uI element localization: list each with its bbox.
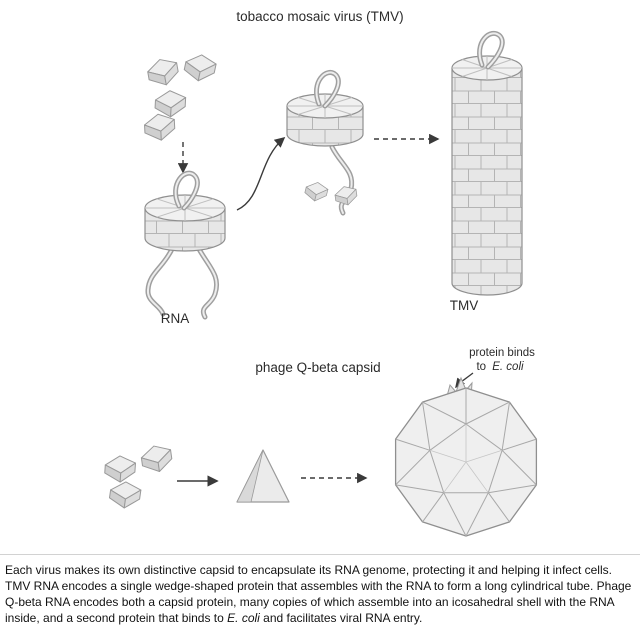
caption-ecoli-italic: E. coli — [227, 611, 260, 626]
protein-wedge — [143, 112, 176, 142]
qbeta-title: phage Q-beta capsid — [255, 360, 380, 375]
disc-top-segments — [287, 94, 363, 118]
rna-tail — [196, 246, 219, 320]
qbeta-annotation-line2: to E. coli — [476, 361, 524, 373]
cylinder-top-segments — [452, 56, 522, 80]
qbeta-icosahedron — [394, 376, 538, 537]
tmv-free-subunits — [143, 51, 218, 142]
protein-wedge — [182, 51, 218, 85]
tmv-cylinder — [451, 31, 523, 296]
protein-wedge — [139, 443, 174, 475]
disc-top-segments — [145, 195, 225, 221]
qbeta-annotation-ecoli: E. coli — [492, 361, 524, 373]
caption-divider — [0, 554, 640, 555]
cylinder-body — [451, 68, 523, 296]
rna-loop-highlight — [174, 172, 199, 209]
qbeta-free-subunits — [103, 443, 174, 511]
caption-text: Each virus makes its own distinctive cap… — [5, 563, 632, 626]
qbeta-annotation-to: to — [476, 361, 486, 373]
rna-loop-highlight — [478, 32, 504, 68]
protein-wedge — [107, 479, 143, 511]
qbeta-annotation-line1: protein binds — [469, 347, 535, 359]
tmv-title: tobacco mosaic virus (TMV) — [236, 9, 403, 24]
tmv-disc-growing — [286, 70, 364, 216]
rna-tail-highlight — [198, 248, 218, 318]
shell-inner-lines — [429, 424, 503, 493]
figure-caption: Each virus makes its own distinctive cap… — [0, 555, 640, 626]
virus-assembly-figure: tobacco mosaic virus (TMV) RNA — [103, 9, 538, 537]
rna-loop-highlight — [315, 71, 340, 107]
shell-facet-lines — [395, 388, 537, 537]
rna-label: RNA — [161, 311, 190, 326]
qbeta-capsomer-triangle — [236, 449, 290, 503]
triangle-shaded-face — [236, 449, 264, 503]
caption-text-end: and facilitates viral RNA entry. — [259, 611, 423, 626]
protein-wedge — [145, 56, 181, 89]
rna-tail-highlight — [146, 248, 173, 315]
growth-arrow-curved — [236, 136, 286, 211]
tmv-disc-with-rna — [144, 170, 226, 320]
protein-wedge — [103, 454, 137, 484]
rna-tail — [145, 246, 175, 317]
tmv-label: TMV — [450, 298, 479, 313]
protein-wedge — [303, 179, 330, 204]
protein-wedge — [333, 184, 359, 207]
protein-wedge — [154, 89, 187, 119]
